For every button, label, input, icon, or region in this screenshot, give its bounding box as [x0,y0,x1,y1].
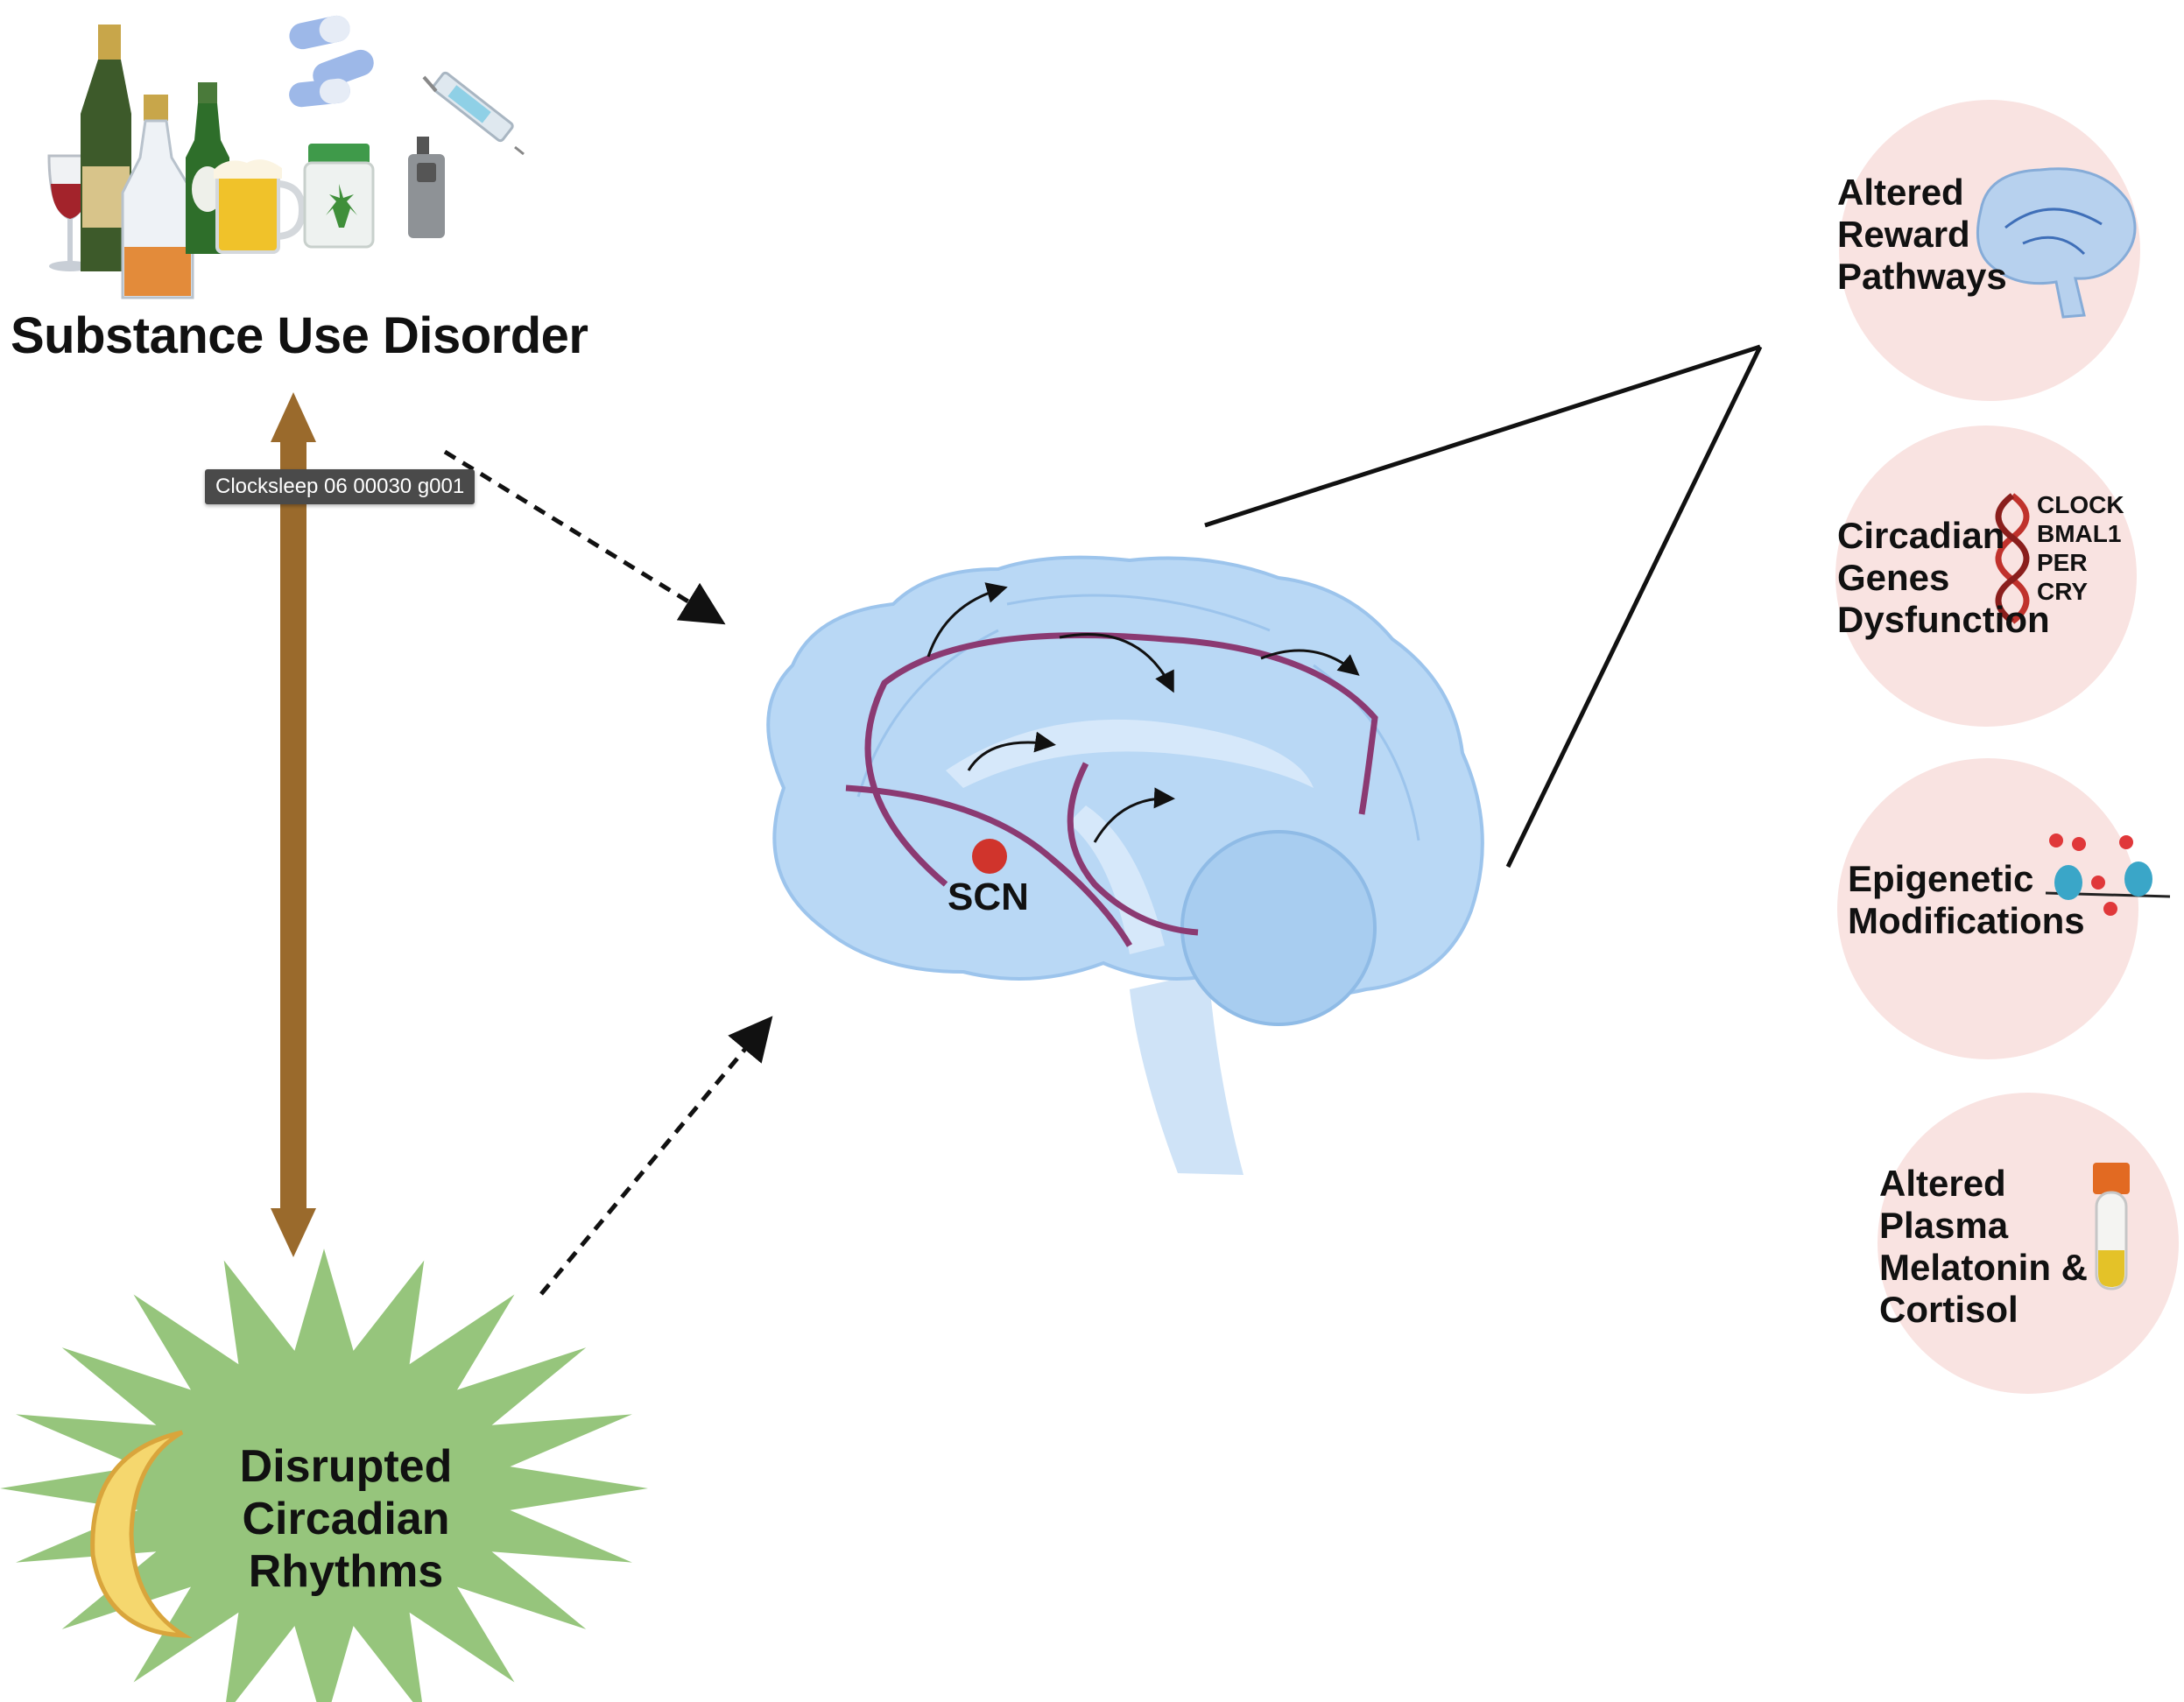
crescent-moon-icon [90,1430,193,1638]
outcome-circle-genes [1835,426,2137,727]
liquor-bottle-icon [121,95,194,299]
circadian-label-line2: Circadian Rhythms [242,1494,450,1597]
outcome-epigenetic-line2: Modifications [1848,900,2085,941]
syringe-icon [422,71,525,156]
gene-cry: CRY [2037,578,2089,605]
outcome-circle-epigenetic [1837,758,2138,1059]
vape-device-icon [408,137,445,238]
outcome-hormones-line1: Altered [1879,1163,2006,1204]
brain-pathway-icon [1976,167,2137,319]
outcome-hormones-line4: Cortisol [1879,1289,2018,1330]
cannabis-jar-icon [303,144,375,249]
gene-bmal1: BMAL1 [2037,520,2122,547]
gene-clock: CLOCK [2037,491,2124,518]
zoom-wedge-lines [1204,344,1763,869]
dashed-arrow-substance-to-brain [443,449,726,625]
gene-list: CLOCK BMAL1 PER CRY [2037,490,2124,606]
nucleosome-icon [2045,833,2171,916]
gene-per: PER [2037,549,2088,576]
outcome-epigenetic-line1: Epigenetic [1848,858,2034,899]
beer-mug-icon [214,159,306,254]
outcome-hormones-line2: Plasma [1879,1205,2009,1246]
outcome-reward-line1: Altered [1837,172,1964,213]
outcome-reward-line2: Reward [1837,214,1970,255]
outcome-genes-line1: Circadian [1837,515,2005,556]
substance-use-disorder-title: Substance Use Disorder [11,307,588,364]
substances-illustration [47,15,525,299]
pills-icon [289,15,374,108]
scn-label: SCN [948,876,1029,918]
outcome-label-hormones: Altered Plasma Melatonin & Cortisol [1879,1163,2088,1331]
outcome-genes-line3: Dysfunction [1837,599,2050,640]
outcome-reward-line3: Pathways [1837,256,2007,297]
outcome-label-reward: Altered Reward Pathways [1837,172,2007,298]
dna-helix-icon [1995,493,2030,624]
bidirectional-arrow [271,392,316,1257]
scn-marker [972,839,1007,874]
circadian-label: Disrupted Circadian Rhythms [144,1440,547,1598]
outcome-hormones-line3: Melatonin & [1879,1247,2088,1288]
blood-tube-icon [2093,1163,2130,1291]
circadian-label-line1: Disrupted [239,1441,453,1492]
outcome-genes-line2: Genes [1837,557,1950,598]
outcome-label-epigenetic: Epigenetic Modifications [1848,858,2085,942]
brain-sagittal-illustration [766,555,1484,1175]
dashed-arrow-circadian-to-brain [539,1016,773,1296]
outcome-label-genes: Circadian Genes Dysfunction [1837,515,2050,641]
pathway-arrows [926,582,1360,843]
starburst-badge [0,1248,648,1702]
image-caption-tooltip: Clocksleep 06 00030 g001 [205,469,476,504]
